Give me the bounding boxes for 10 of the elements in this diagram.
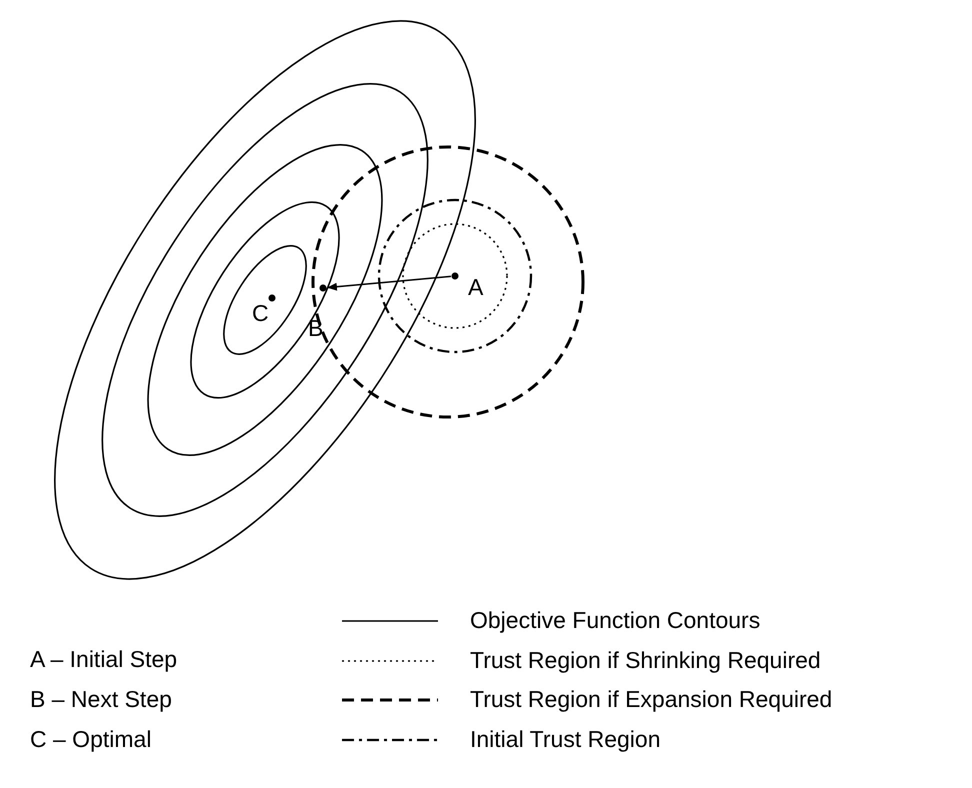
legend-label: Initial Trust Region <box>470 728 660 750</box>
point-label: C <box>252 302 269 325</box>
key-text: C – Optimal <box>30 728 152 751</box>
legend-label: Trust Region if Shrinking Required <box>470 648 821 672</box>
legend-label: Objective Function Contours <box>470 609 760 632</box>
key-text: B – Next Step <box>30 688 172 711</box>
point-label: A <box>468 276 484 299</box>
legend-label: Trust Region if Expansion Required <box>470 688 832 711</box>
arrow <box>326 276 452 291</box>
key-text: A – Initial Step <box>30 648 178 671</box>
